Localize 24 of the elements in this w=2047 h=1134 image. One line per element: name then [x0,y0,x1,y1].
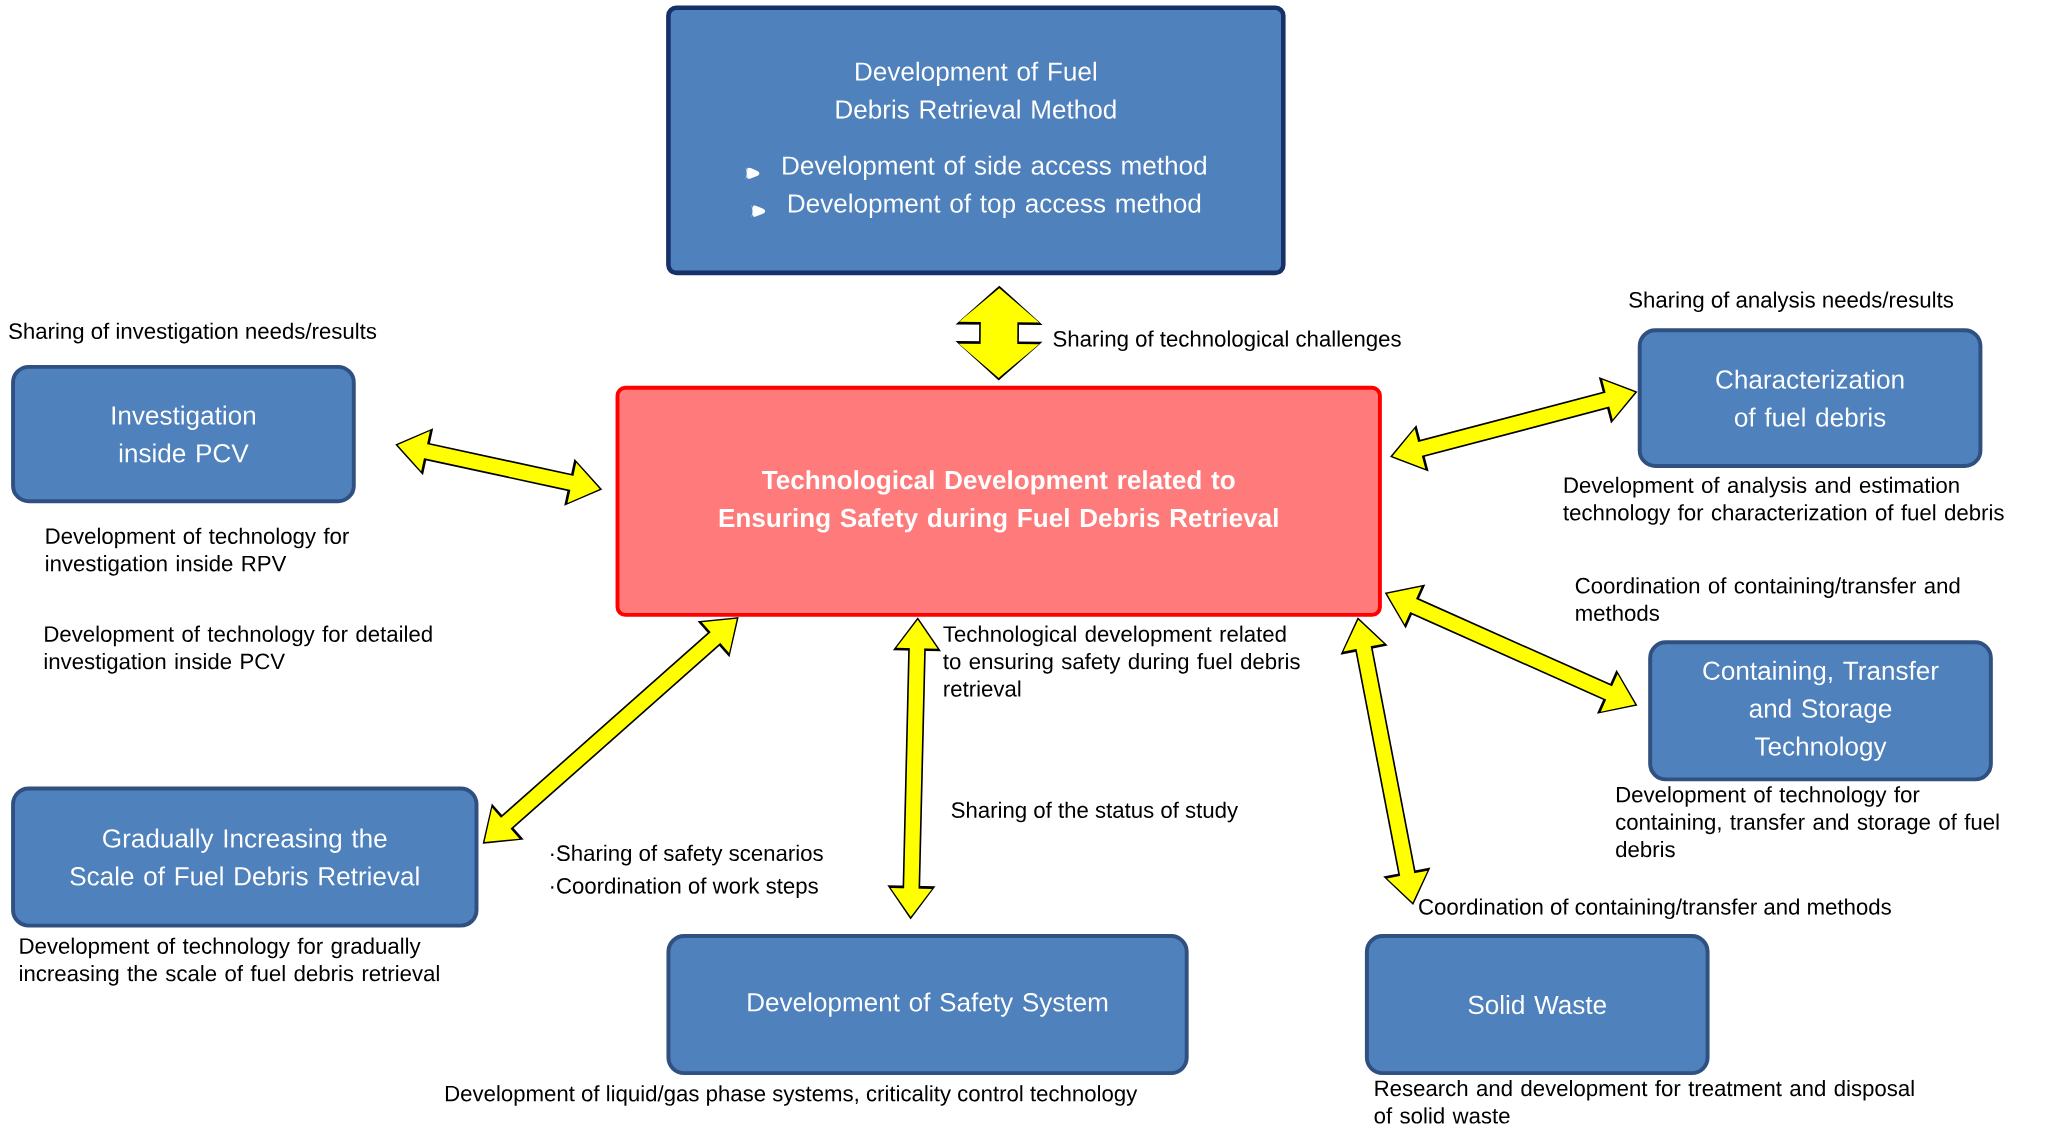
note-text: Development of technology for detailed investigation inside PCV [44,625,432,674]
note-text: ·Coordination of work steps [551,877,818,898]
note-text: Sharing of analysis needs/results [1629,291,1954,312]
note-text: Development of technology for investigation inside RPV [46,527,349,576]
process-box: Containing, Transfer and Storage Technology [1648,640,1993,782]
note-text: Development of technology for containing, transfer and storage of fuel debris [1616,785,1999,858]
edge-label: Sharing of the status of study [949,800,1240,824]
process-box: Development of Safety System [666,933,1189,1075]
process-box: Characterization of fuel debris [1637,328,1983,468]
note-text: Coordination of containing/transfer and methods [1419,898,1891,919]
process-box: Solid Waste [1364,933,1710,1075]
header-box: Development of Fuel Debris Retrieval Method Development of side access method Development of top access method [666,5,1286,275]
note-text: Research and development for treatment and disposal of solid waste [1374,1079,1914,1124]
central-box: Technological Development related to Ensuring Safety during Fuel Debris Retrieval [615,385,1382,617]
note-text: Technological development related to ensuring safety during fuel debris retrieval [943,625,1300,697]
note-text: Coordination of containing/transfer and methods [1575,577,1960,621]
note-text: Development of liquid/gas phase systems, criticality control technology [445,1084,1138,1106]
note-text: ·Sharing of safety scenarios [551,844,823,866]
note-text: Development of analysis and estimation technology for characterization of fuel debris [1563,476,2004,525]
process-box: Investigation inside PCV [11,364,356,504]
process-box: Gradually Increasing the Scale of Fuel Debris Retrieval [11,786,479,928]
edge-label: Sharing of technological challenges [1051,328,1403,353]
note-text: Development of technology for gradually increasing the scale of fuel debris retrieval [20,937,439,986]
note-text: Sharing of investigation needs/results [9,322,377,344]
